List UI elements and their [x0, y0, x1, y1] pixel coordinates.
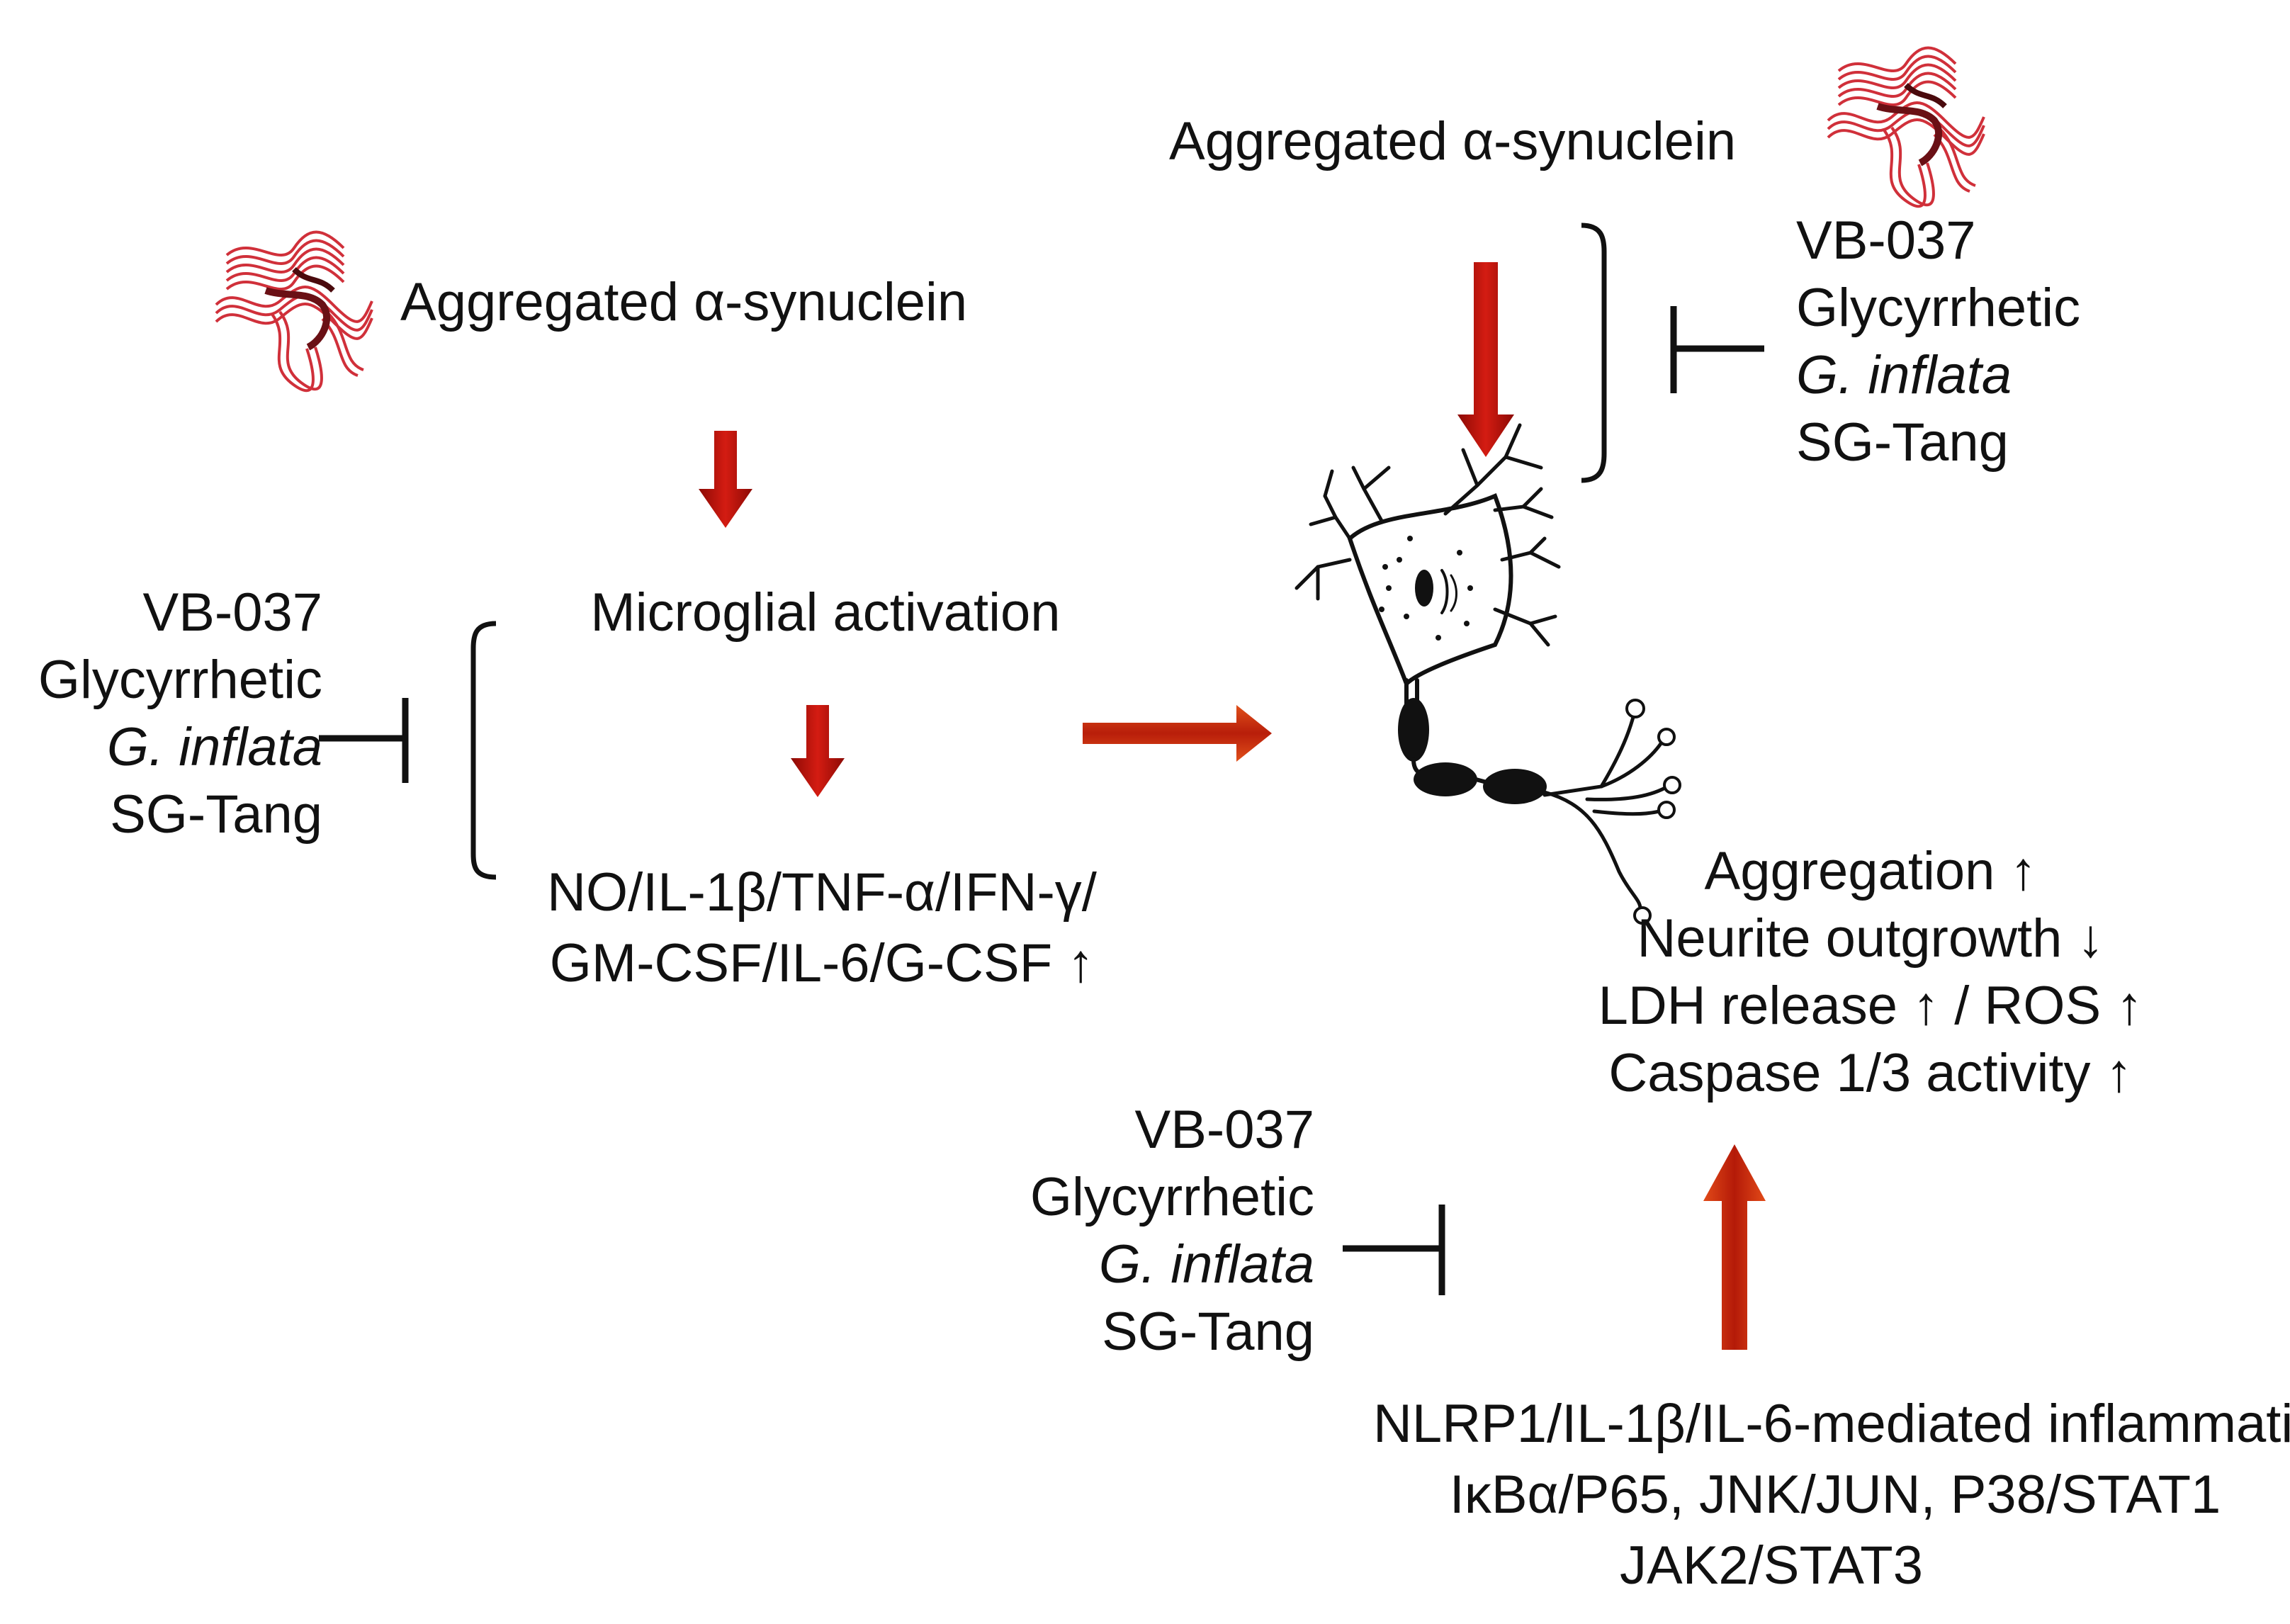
- inflammation-line-2: IκBα/P65, JNK/JUN, P38/STAT1: [1450, 1465, 2221, 1525]
- microglia-bracket: [470, 621, 497, 880]
- synuclein-bracket: [1581, 222, 1607, 483]
- inhibition-symbol-top: [1670, 306, 1764, 393]
- inhibitor-bottom-glycyrrhetic: Glycyrrhetic: [1030, 1167, 1314, 1227]
- alpha-synuclein-protein-icon: [216, 232, 372, 391]
- microglial-activation-label: Microglial activation: [590, 582, 1060, 643]
- cytokines-line-2: GM-CSF/IL-6/G-CSF ↑: [550, 933, 1094, 993]
- inhibitor-left-sg-tang: SG-Tang: [110, 784, 322, 845]
- inhibitor-bottom-sg-tang: SG-Tang: [1102, 1302, 1314, 1362]
- inhibitor-bottom-g-inflata: G. inflata: [1099, 1234, 1314, 1295]
- outcome-ldh-ros: LDH release ↑ / ROS ↑: [1598, 976, 2143, 1036]
- outcome-aggregation: Aggregation ↑: [1705, 841, 2037, 901]
- inhibitor-left-g-inflata: G. inflata: [107, 717, 322, 777]
- inhibition-symbol-left: [319, 698, 409, 783]
- cytokines-line-1: NO/IL-1β/TNF-α/IFN-γ/: [547, 862, 1098, 923]
- arrow-right-microglia-to-neuron: [1083, 705, 1272, 762]
- inhibitor-bottom-vb037: VB-037: [1135, 1100, 1315, 1160]
- alpha-synuclein-protein-icon: [1828, 48, 1984, 207]
- inflammation-line-1: NLRP1/IL-1β/IL-6-mediated inflammation:: [1373, 1394, 2290, 1454]
- inhibition-symbol-bottom: [1343, 1205, 1445, 1295]
- inhibitor-top-sg-tang: SG-Tang: [1796, 412, 2009, 473]
- inflammation-line-3: JAK2/STAT3: [1620, 1535, 1923, 1596]
- outcome-neurite-outgrowth: Neurite outgrowth ↓: [1637, 908, 2104, 969]
- neuron-icon: [1295, 423, 1681, 925]
- alpha-synuclein-label-left: Aggregated α-synuclein: [400, 272, 967, 332]
- inhibitor-top-vb037: VB-037: [1796, 210, 1976, 271]
- inhibitor-top-g-inflata: G. inflata: [1796, 345, 2012, 405]
- arrow-down-synuclein-to-neuron: [1457, 262, 1514, 457]
- inhibitor-left-vb037: VB-037: [143, 582, 323, 643]
- inhibitor-top-glycyrrhetic: Glycyrrhetic: [1796, 278, 2080, 338]
- alpha-synuclein-label-top: Aggregated α-synuclein: [1169, 111, 1736, 171]
- arrow-up-inflammation-to-neuron: [1703, 1144, 1766, 1350]
- outcome-caspase: Caspase 1/3 activity ↑: [1608, 1043, 2132, 1103]
- arrow-down-microglia-to-cytokines: [791, 705, 845, 797]
- arrow-down-synuclein-to-microglia: [699, 431, 752, 528]
- inhibitor-left-glycyrrhetic: Glycyrrhetic: [38, 650, 322, 710]
